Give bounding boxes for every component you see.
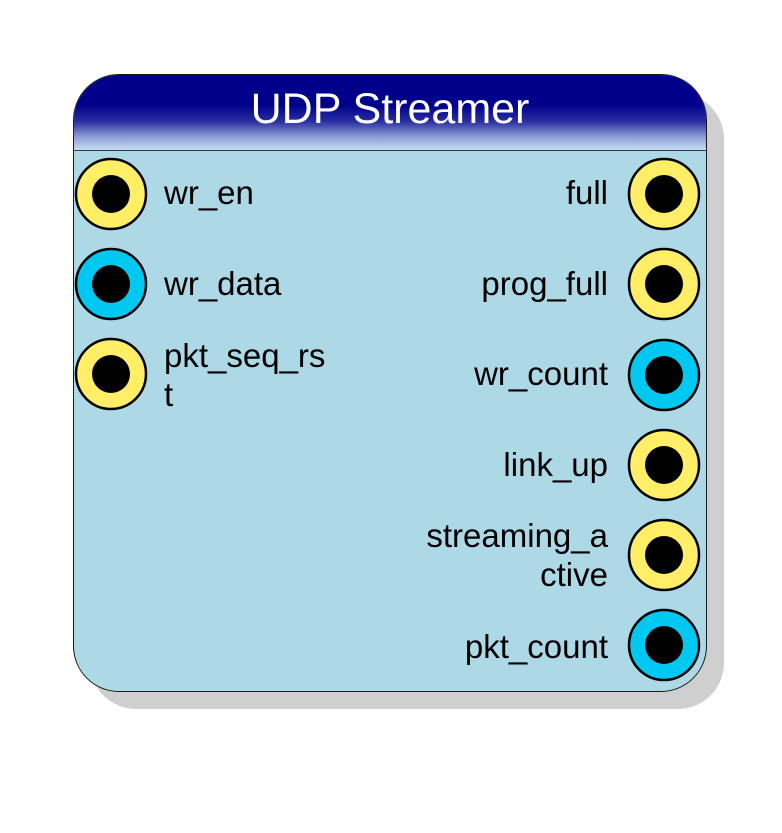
input-port-wr-data[interactable]: [74, 247, 148, 321]
output-port-prog-full[interactable]: [627, 247, 701, 321]
port-connector-icon: [627, 518, 701, 592]
output-label-wr-count: wr_count: [474, 355, 608, 392]
output-label-full: full: [565, 174, 608, 211]
port-connector-icon: [74, 157, 148, 231]
block-header: UDP Streamer: [74, 75, 706, 151]
input-label-wr-en: wr_en: [164, 174, 254, 211]
port-core: [92, 265, 130, 303]
output-port-full[interactable]: [627, 157, 701, 231]
output-label-link-up: link_up: [503, 446, 608, 483]
port-core: [645, 356, 683, 394]
port-core: [92, 175, 130, 213]
output-port-link-up[interactable]: [627, 428, 701, 502]
port-connector-icon: [74, 247, 148, 321]
input-port-wr-en[interactable]: [74, 157, 148, 231]
input-label-pkt-seq-rst: pkt_seq_rs t: [164, 337, 326, 413]
block-title: UDP Streamer: [250, 85, 530, 133]
port-connector-icon: [627, 338, 701, 412]
output-port-pkt-count[interactable]: [627, 608, 701, 682]
port-core: [645, 536, 683, 574]
input-label-wr-data: wr_data: [164, 265, 282, 302]
port-connector-icon: [74, 337, 148, 411]
port-connector-icon: [627, 157, 701, 231]
output-port-wr-count[interactable]: [627, 338, 701, 412]
output-label-prog-full: prog_full: [481, 265, 608, 302]
port-core: [645, 265, 683, 303]
output-port-streaming-active[interactable]: [627, 518, 701, 592]
port-core: [645, 446, 683, 484]
output-label-streaming-active: streaming_a ctive: [426, 517, 608, 593]
port-connector-icon: [627, 428, 701, 502]
udp-streamer-block[interactable]: UDP Streamer: [73, 74, 707, 692]
port-connector-icon: [627, 608, 701, 682]
output-label-pkt-count: pkt_count: [464, 628, 608, 665]
input-port-pkt-seq-rst[interactable]: [74, 337, 148, 411]
port-core: [92, 355, 130, 393]
port-connector-icon: [627, 247, 701, 321]
port-core: [645, 626, 683, 664]
port-core: [645, 175, 683, 213]
